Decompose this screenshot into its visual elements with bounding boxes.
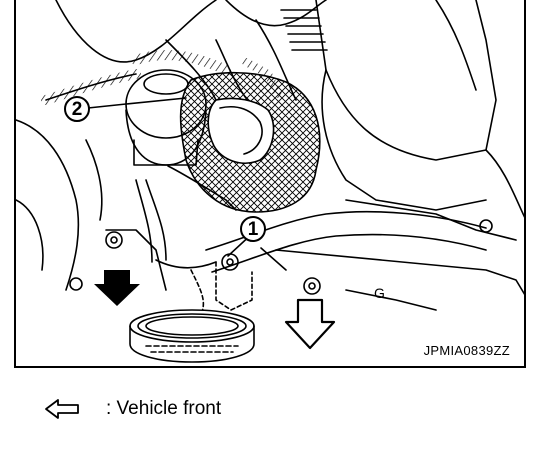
solid-arrow-down-icon xyxy=(94,270,140,306)
hollow-arrow-down-icon xyxy=(284,298,336,350)
engine-line-drawing: G xyxy=(16,0,524,363)
svg-text:G: G xyxy=(374,285,385,301)
engine-compartment-illustration: G 1 2 JPMIA0839ZZ xyxy=(14,0,526,368)
callout-2: 2 xyxy=(64,96,90,122)
legend-text: : Vehicle front xyxy=(106,398,222,419)
hollow-arrow-left-icon xyxy=(45,399,79,419)
legend: : Vehicle front xyxy=(44,396,221,422)
callout-1: 1 xyxy=(240,216,266,242)
figure-code: JPMIA0839ZZ xyxy=(423,343,510,358)
